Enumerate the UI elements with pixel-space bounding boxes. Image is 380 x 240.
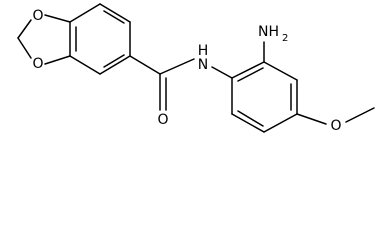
- bond: [44, 55, 71, 65]
- bond: [296, 113, 327, 125]
- aniline-ring-bonds: [231, 61, 298, 133]
- bond: [99, 3, 131, 23]
- bond: [263, 113, 298, 133]
- atom-label-amine-subscript: 2: [282, 33, 288, 44]
- bond: [211, 66, 233, 79]
- bond: [17, 19, 32, 39]
- bond: [159, 58, 195, 75]
- atom-label-nh: H N: [198, 43, 209, 73]
- atom-label-oxygen: O: [157, 112, 168, 128]
- bond: [129, 55, 161, 75]
- amide-bonds: [129, 55, 233, 111]
- bond: [345, 107, 375, 123]
- benzodioxole-ring-bonds: [69, 3, 131, 75]
- atom-labels: O O O H N NH 2 O: [32, 8, 341, 134]
- bond: [99, 55, 131, 75]
- bond: [17, 37, 32, 59]
- bond: [44, 14, 71, 23]
- dioxole-bonds: [17, 14, 71, 65]
- bond: [103, 10, 125, 24]
- atom-label-oxygen: O: [32, 8, 43, 24]
- bond: [263, 61, 298, 81]
- atom-label-nitrogen: N: [198, 57, 208, 73]
- atom-label-amine: NH: [258, 24, 279, 40]
- bond: [237, 67, 264, 82]
- bond: [231, 61, 265, 79]
- atom-label-nh2: NH 2: [258, 24, 288, 44]
- bond: [69, 55, 101, 75]
- substituent-bonds: [263, 41, 375, 125]
- atom-label-nitrogen-h: H: [198, 43, 209, 59]
- chemical-structure: O O O H N NH 2 O: [17, 3, 375, 134]
- bond: [103, 54, 125, 68]
- bond: [237, 110, 264, 127]
- atom-label-oxygen: O: [330, 118, 341, 134]
- atom-label-oxygen: O: [32, 56, 43, 72]
- bond: [231, 113, 265, 133]
- bond: [69, 3, 101, 23]
